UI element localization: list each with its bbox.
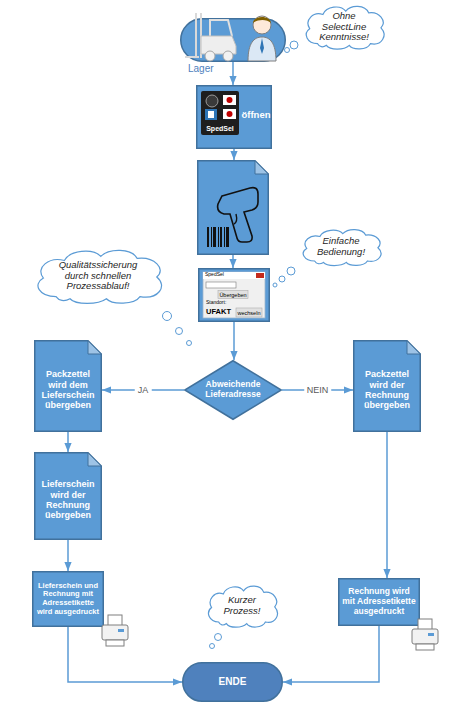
diamond-outline — [185, 361, 282, 420]
callout-cloud: Qualitätssicherung durch schnellen Proze… — [28, 245, 168, 307]
end-terminal: ENDE — [182, 662, 283, 702]
document-outline — [35, 453, 102, 540]
start-label: Lager — [188, 63, 214, 75]
edge-label: JA — [135, 385, 152, 395]
cloud-outline — [38, 250, 162, 303]
document-outline — [198, 161, 269, 255]
callout-text: Einfache Bedienung! — [309, 236, 373, 258]
printer-icon — [412, 619, 438, 650]
flow-connector — [233, 322, 235, 360]
cloud-outline — [303, 230, 381, 266]
printer-icon — [102, 615, 128, 646]
node-shape — [197, 160, 269, 255]
flow-connector — [233, 149, 235, 160]
flow-connector — [232, 255, 234, 268]
node-text: Lieferschein wird der Rechnung üebrgeben — [38, 479, 98, 520]
callout-cloud: Kurzer Prozess! — [203, 582, 281, 630]
flow-connector — [282, 389, 353, 391]
node-text: Rechnung wird mit Adressetikette ausgedr… — [342, 587, 416, 616]
field-value: UFAKT — [206, 308, 231, 317]
flow-connector — [68, 627, 182, 682]
node-text: Lieferschein und Rechnung mit Adressetik… — [35, 582, 101, 617]
thought-bubbles — [163, 41, 299, 649]
process-box: SpedSelöffnen — [196, 85, 272, 149]
box-outline — [339, 579, 420, 626]
icon-label: SpedSel — [201, 125, 239, 133]
process-text: öffnen — [240, 110, 272, 121]
document-fold — [88, 453, 101, 466]
document-outline — [35, 341, 102, 432]
cloud-outline — [209, 586, 278, 627]
flow-connector — [386, 432, 388, 578]
forklift-illustration — [185, 13, 236, 61]
node-text: Packzettel wird der Rechnung übergeben — [357, 369, 417, 410]
print-box: Rechnung wird mit Adressetikette ausgedr… — [338, 578, 420, 626]
window-title: SpedSel — [205, 272, 224, 278]
dialog-box: SpedSelÜbergebenStandort: UFAKT wechseln — [198, 268, 270, 322]
app-icon — [201, 91, 239, 135]
decision-diamond: Abweichende Lieferadresse — [184, 360, 282, 420]
document-shape: Lieferschein wird der Rechnung üebrgeben — [34, 452, 102, 540]
callout-text: Kurzer Prozess! — [215, 595, 269, 617]
document-outline — [354, 341, 421, 432]
box-outline — [197, 86, 272, 149]
document-shape: Packzettel wird der Rechnung übergeben — [353, 340, 421, 432]
flow-connector — [67, 540, 69, 571]
document-fold — [88, 341, 101, 354]
node-text: Abweichende Lieferadresse — [200, 380, 266, 400]
node-text: Packzettel wird dem Lieferschein übergeb… — [38, 369, 98, 410]
start-terminal: Lager — [180, 18, 286, 62]
document-shape: Packzettel wird dem Lieferschein übergeb… — [34, 340, 102, 432]
print-box: Lieferschein und Rechnung mit Adressetik… — [32, 571, 104, 627]
flow-connector — [67, 432, 69, 452]
pill-outline — [181, 19, 286, 62]
flow-connector — [102, 389, 184, 391]
dialog-screenshot — [203, 272, 265, 318]
callout-cloud: Einfache Bedienung! — [297, 226, 385, 268]
document-fold — [255, 161, 268, 174]
button-label: wechseln — [236, 310, 262, 316]
pill-outline — [183, 663, 283, 702]
document-shape — [197, 160, 269, 255]
document-fold — [407, 341, 420, 354]
barcode-scanner — [207, 188, 258, 247]
box-outline — [199, 269, 270, 322]
callout-cloud: Ohne SelectLine Kenntnisse! — [300, 2, 388, 52]
edge-label: NEIN — [304, 385, 332, 395]
cloud-outline — [306, 6, 384, 49]
flow-connector — [283, 626, 379, 682]
field-label: Standort: — [206, 300, 226, 306]
callout-text: Ohne SelectLine Kenntnisse! — [312, 11, 376, 44]
button-label: Übergeben — [218, 292, 248, 298]
node-shape — [180, 18, 286, 62]
box-outline — [33, 572, 104, 627]
person-illustration — [248, 16, 276, 61]
node-text: ENDE — [219, 676, 247, 688]
flow-connector — [232, 62, 234, 85]
callout-text: Qualitätssicherung durch schnellen Proze… — [46, 260, 150, 293]
